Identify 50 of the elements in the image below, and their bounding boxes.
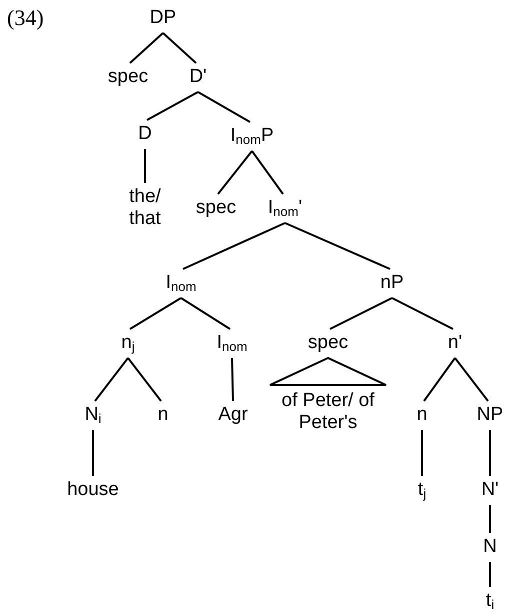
tree-branch xyxy=(489,505,491,533)
tree-branch xyxy=(162,32,197,64)
tree-node-label: I$_{nom}$ xyxy=(216,332,248,354)
tree-node-label: N xyxy=(483,536,497,558)
tree-branch xyxy=(217,150,253,195)
tree-node-label: NP xyxy=(476,404,504,426)
example-number: (34) xyxy=(7,6,44,30)
tree-node-label: I$_{nom}$ xyxy=(166,272,196,294)
tree-node-label: D xyxy=(138,123,152,145)
tree-branch xyxy=(284,222,390,270)
tree-node-label: spec xyxy=(196,197,236,219)
tree-branch xyxy=(423,357,456,402)
tree-node-label: I$_{nom}$' xyxy=(268,197,302,219)
tree-node-label: spec xyxy=(308,332,348,354)
tree-node-label: t$_{i}$ xyxy=(486,590,494,612)
tree-node-label: n xyxy=(158,404,168,426)
tree-branch xyxy=(144,149,146,183)
tree-branch xyxy=(489,430,491,476)
tree-branch xyxy=(231,358,234,402)
tree-node-label: house xyxy=(67,479,119,501)
tree-node-label: I$_{nom}$P xyxy=(230,125,274,147)
tree-branch xyxy=(392,297,454,330)
tree-branch xyxy=(92,430,94,476)
tree-node-label: the/ that xyxy=(128,186,162,230)
tree-branch xyxy=(129,297,182,330)
tree-node-label: n xyxy=(416,404,428,426)
tree-node-label: N' xyxy=(481,479,499,501)
tree-branch xyxy=(127,357,162,402)
tree-node-label: n' xyxy=(448,332,462,354)
tree-branch xyxy=(454,357,489,402)
tree-node-label: n$_{j}$ xyxy=(121,332,135,354)
tree-branch xyxy=(251,150,284,195)
tree-branch xyxy=(94,357,129,402)
tree-node-label: spec xyxy=(108,66,148,88)
tree-node-label: Agr xyxy=(218,404,248,426)
tree-node-label: nP xyxy=(380,272,404,294)
tree-branch xyxy=(180,297,231,330)
tree-branch xyxy=(129,32,164,64)
tree-branch xyxy=(269,356,387,386)
tree-branch xyxy=(421,430,423,476)
tree-branch xyxy=(182,222,286,270)
tree-branch xyxy=(489,562,491,587)
tree-node-label: DP xyxy=(150,7,176,29)
tree-node-label: N$_{i}$ xyxy=(84,404,102,426)
tree-node-label: t$_{j}$ xyxy=(418,479,426,501)
tree-branch xyxy=(146,91,198,121)
tree-branch xyxy=(330,297,392,330)
tree-branch xyxy=(198,91,250,123)
tree-node-label: D' xyxy=(189,66,207,88)
tree-node-label: of Peter/ of Peter's xyxy=(280,390,376,434)
